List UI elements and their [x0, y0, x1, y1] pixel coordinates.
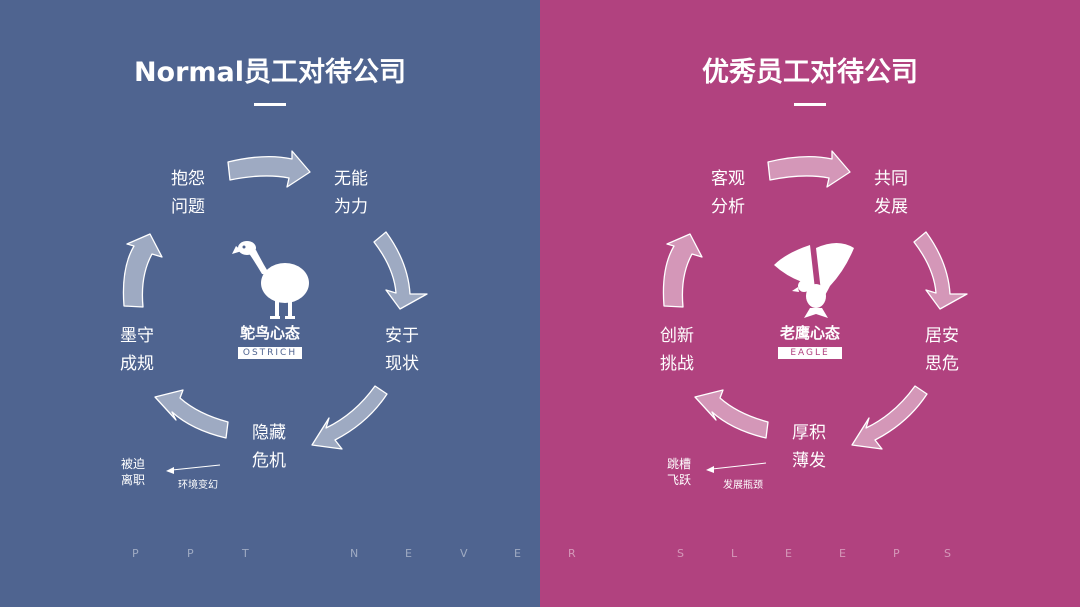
left-title: Normal员工对待公司	[133, 57, 407, 88]
footer-letter: E	[514, 547, 521, 560]
footer-slogan: P P T N E V E R S L E E P S	[0, 547, 1080, 561]
left-arrow-bottom-right	[311, 385, 388, 450]
right-step-2: 共同发展	[874, 169, 908, 217]
right-step-3: 居安思危	[925, 326, 959, 374]
footer-letter: P	[893, 547, 900, 560]
footer-letter: T	[242, 547, 249, 560]
ostrich-icon	[232, 241, 309, 319]
left-step-3: 安于现状	[385, 326, 419, 374]
left-arrow-left	[122, 233, 163, 308]
right-center-name: 老鹰心态	[779, 324, 840, 342]
right-arrow-bottom-right	[851, 385, 928, 450]
right-title: 优秀员工对待公司	[702, 57, 918, 88]
footer-letter: R	[568, 547, 576, 560]
right-cycle-arrows	[662, 150, 968, 473]
left-arrow-right	[373, 231, 428, 310]
left-step-2: 无能为力	[334, 169, 368, 217]
footer-letter: E	[839, 547, 846, 560]
left-exit-reason: 环境变幻	[178, 480, 218, 491]
footer-letter: S	[677, 547, 684, 560]
right-step-5: 创新挑战	[660, 326, 694, 374]
footer-letter: E	[405, 547, 412, 560]
left-center-name: 鸵鸟心态	[239, 324, 300, 342]
footer-letter: N	[350, 547, 359, 560]
right-panel: 优秀员工对待公司 客观分析 共同发展 居安思危 厚积薄发	[540, 0, 1080, 607]
right-exit-reason: 发展瓶颈	[723, 480, 763, 491]
footer-letter: E	[785, 547, 792, 560]
left-step-1: 抱怨问题	[171, 169, 205, 217]
right-step-1: 客观分析	[711, 169, 745, 217]
right-arrow-bottom-left	[694, 389, 769, 439]
left-title-underline	[254, 103, 286, 106]
left-step-4: 隐藏危机	[252, 423, 286, 471]
footer-letter: P	[132, 547, 139, 560]
right-step-4: 厚积薄发	[792, 423, 826, 471]
footer-letter: S	[944, 547, 951, 560]
footer-letter: P	[187, 547, 194, 560]
left-arrow-bottom-left	[154, 389, 229, 439]
right-title-underline	[794, 103, 826, 106]
left-panel: Normal员工对待公司 抱怨问题 无能为力	[0, 0, 540, 607]
right-exit: 跳槽飞跃	[667, 457, 692, 487]
eagle-icon	[774, 243, 854, 318]
left-step-5: 墨守成规	[120, 326, 154, 374]
right-arrow-top	[767, 150, 851, 188]
left-arrow-top	[227, 150, 311, 188]
right-arrow-right	[913, 231, 968, 310]
left-center-tag: OSTRICH	[238, 347, 302, 359]
footer-letter: L	[731, 547, 738, 560]
left-exit: 被迫离职	[121, 457, 146, 487]
footer-letter: V	[460, 547, 468, 560]
right-center-tag: EAGLE	[778, 347, 842, 359]
right-arrow-left	[662, 233, 703, 308]
left-cycle-arrows	[122, 150, 428, 474]
